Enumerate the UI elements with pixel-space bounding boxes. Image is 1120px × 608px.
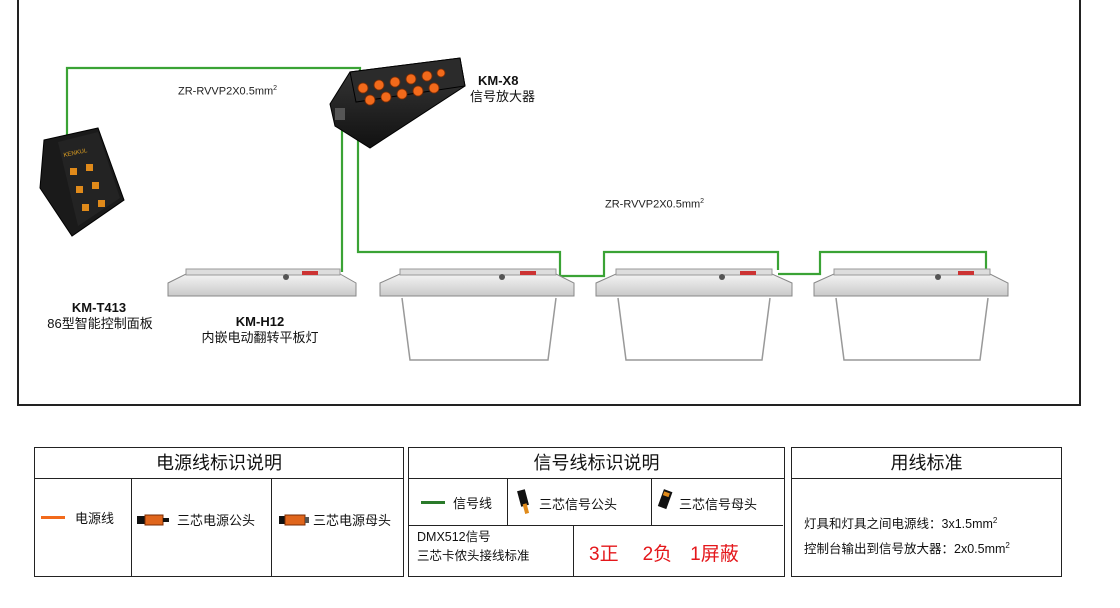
panel-model: KM-T413 bbox=[71, 300, 127, 315]
wiring-standard-title: 用线标准 bbox=[792, 448, 1061, 479]
xlr-pin-assignment: 3正 2负 1屏蔽 bbox=[589, 539, 739, 566]
wire-light3-to-light4 bbox=[778, 250, 988, 276]
wire-amp-to-second-light bbox=[356, 118, 562, 276]
cable-label-middle: ZR-RVVP2X0.5mm2 bbox=[605, 198, 705, 211]
cable-label-top: ZR-RVVP2X0.5mm2 bbox=[178, 85, 278, 98]
light-model: KM-H12 bbox=[235, 314, 285, 329]
wiring-diagram: KENKUL bbox=[39, 57, 1009, 361]
amplifier-name: 信号放大器 bbox=[470, 89, 536, 104]
wire-light2-to-light3 bbox=[560, 250, 780, 278]
power-male-connector-icon bbox=[137, 514, 169, 525]
wiring-standard-legend: 用线标准 灯具和灯具之间电源线：3x1.5mm2 控制台输出到信号放大器：2x0… bbox=[791, 447, 1062, 577]
power-female-connector-item: 三芯电源母头 bbox=[277, 510, 391, 529]
signal-female-connector-icon bbox=[657, 489, 673, 510]
signal-wire-swatch bbox=[421, 501, 445, 504]
pin-3: 3正 bbox=[589, 544, 619, 565]
light-4 bbox=[813, 268, 1009, 361]
power-wire-swatch bbox=[41, 516, 65, 519]
signal-legend: 信号线标识说明 信号线 三芯信号公头 三芯信号母头 DMX512信号 三芯卡侬头… bbox=[408, 447, 785, 577]
light-2 bbox=[379, 268, 575, 361]
pin-2: 2负 bbox=[642, 544, 673, 565]
signal-legend-title: 信号线标识说明 bbox=[409, 448, 784, 479]
svg-text:KENKUL: KENKUL bbox=[63, 148, 88, 159]
power-legend: 电源线标识说明 电源线 三芯电源公头 三芯电源母头 bbox=[34, 447, 404, 577]
power-legend-title: 电源线标识说明 bbox=[35, 448, 403, 479]
amplifier-model: KM-X8 bbox=[478, 73, 519, 88]
wire-amp-to-first-light bbox=[340, 113, 345, 272]
signal-male-connector-icon bbox=[517, 489, 530, 514]
dmx-standard: DMX512信号 三芯卡侬头接线标准 bbox=[417, 530, 530, 563]
wire-panel-to-amp bbox=[65, 66, 362, 140]
panel-name: 86型智能控制面板 bbox=[47, 316, 153, 331]
power-female-connector-icon bbox=[279, 514, 309, 525]
power-wire-item: 电源线 bbox=[41, 508, 114, 527]
control-panel-device: KENKUL bbox=[39, 127, 125, 237]
light-name: 内嵌电动翻转平板灯 bbox=[201, 330, 319, 345]
pin-1: 1屏蔽 bbox=[690, 544, 739, 565]
light-3 bbox=[595, 268, 793, 361]
signal-female-connector-item: 三芯信号母头 bbox=[655, 488, 757, 518]
wiring-standard-specs: 灯具和灯具之间电源线：3x1.5mm2 控制台输出到信号放大器：2x0.5mm2 bbox=[804, 516, 1010, 557]
ceiling-lights bbox=[167, 268, 1009, 361]
signal-wire-item: 信号线 bbox=[421, 493, 492, 512]
power-male-connector-item: 三芯电源公头 bbox=[135, 510, 255, 529]
amplifier-device bbox=[329, 57, 466, 149]
light-1 bbox=[167, 268, 357, 297]
signal-male-connector-item: 三芯信号公头 bbox=[513, 488, 617, 518]
